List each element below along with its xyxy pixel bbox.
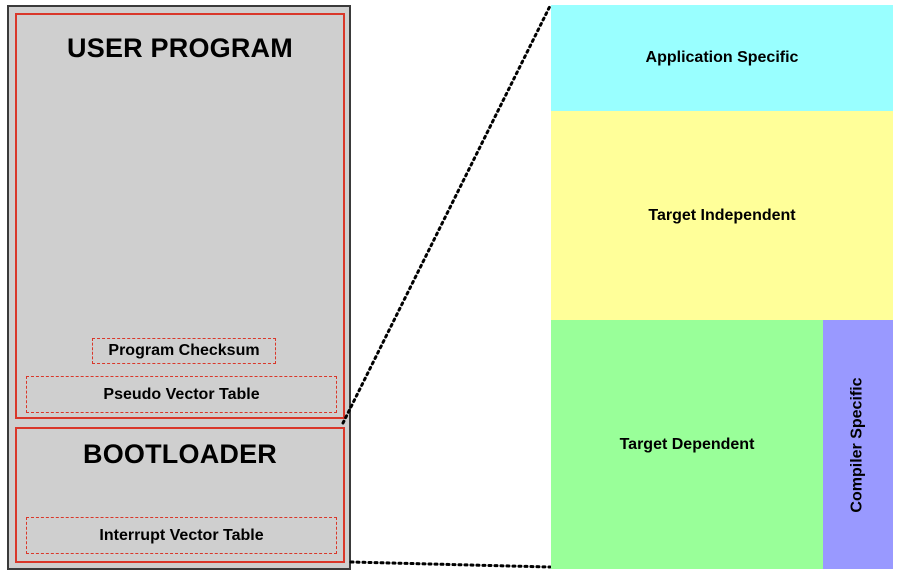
target-independent-section: Target Independent	[551, 111, 893, 320]
target-independent-label: Target Independent	[648, 206, 796, 224]
program-checksum-label: Program Checksum	[108, 342, 260, 359]
compiler-specific-label: Compiler Specific	[849, 376, 866, 513]
interrupt-vector-table-label: Interrupt Vector Table	[99, 526, 264, 544]
zoom-connector-bottom-line	[349, 560, 552, 569]
pseudo-vector-table-label: Pseudo Vector Table	[103, 385, 260, 403]
bootloader-title: BOOTLOADER	[83, 439, 277, 469]
application-specific-label: Application Specific	[645, 49, 799, 66]
program-checksum-box: Program Checksum	[92, 338, 276, 364]
interrupt-vector-table-box: Interrupt Vector Table	[26, 517, 337, 554]
pseudo-vector-table-box: Pseudo Vector Table	[26, 376, 337, 413]
compiler-specific-section: Compiler Specific	[823, 320, 893, 569]
zoom-connector-top-line	[341, 4, 552, 425]
target-dependent-section: Target Dependent	[551, 320, 823, 569]
target-dependent-label: Target Dependent	[619, 435, 755, 453]
bootloader-region: BOOTLOADER Interrupt Vector Table	[15, 427, 345, 563]
memory-map: USER PROGRAM Program Checksum Pseudo Vec…	[7, 5, 351, 570]
user-program-region: USER PROGRAM Program Checksum Pseudo Vec…	[15, 13, 345, 419]
user-program-title: USER PROGRAM	[67, 33, 293, 63]
application-specific-section: Application Specific	[551, 5, 893, 111]
